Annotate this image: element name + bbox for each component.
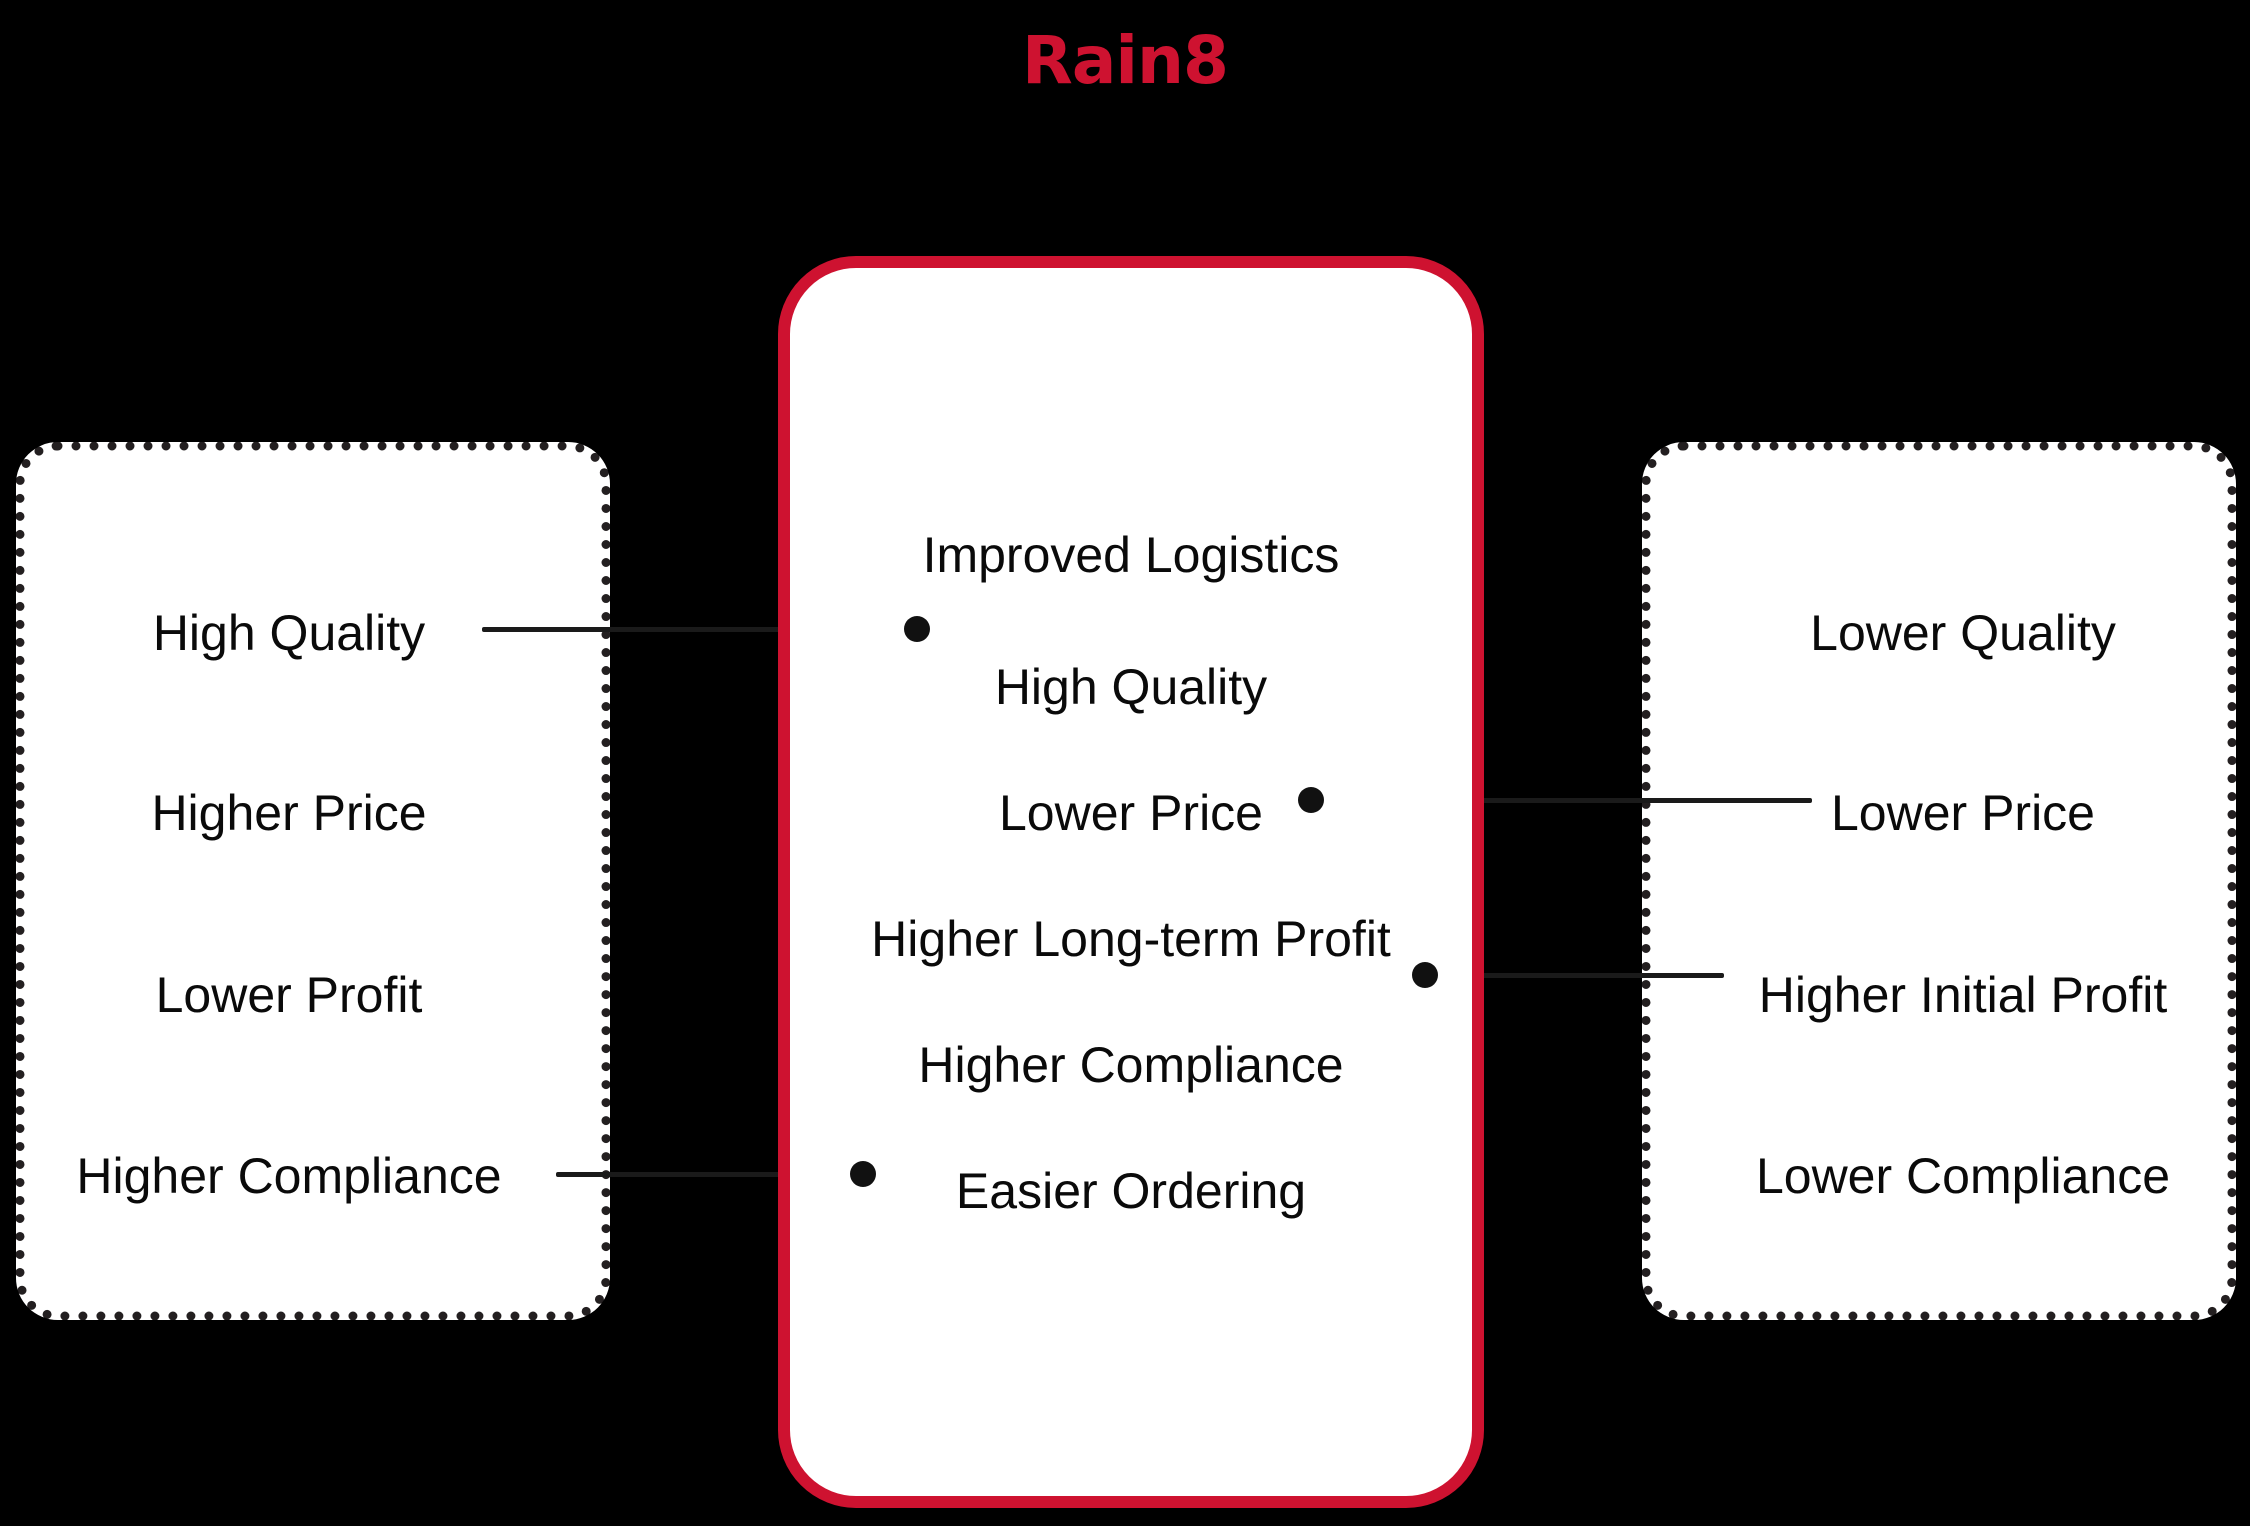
center-item-lower-price: Lower Price — [999, 785, 1263, 841]
right-item-lower-price: Lower Price — [1831, 785, 2095, 841]
connector-higher-compliance-line — [556, 1172, 862, 1177]
left-item-lower-profit: Lower Profit — [155, 967, 423, 1023]
right-item-lower-compliance: Lower Compliance — [1755, 1148, 2171, 1204]
connector-high-quality-dot — [904, 616, 930, 642]
connector-lower-price-dot — [1298, 787, 1324, 813]
center-item-easier-ordering: Easier Ordering — [955, 1163, 1307, 1219]
connector-profit-dot — [1412, 962, 1438, 988]
center-item-higher-long-term-profit: Higher Long-term Profit — [871, 911, 1391, 967]
connector-higher-compliance-dot — [850, 1161, 876, 1187]
center-item-higher-compliance: Higher Compliance — [918, 1037, 1344, 1093]
center-item-improved-logistics: Improved Logistics — [922, 527, 1340, 583]
connector-high-quality-line — [482, 627, 916, 632]
right-item-lower-quality: Lower Quality — [1810, 605, 2116, 661]
page-title: Rain8 — [1022, 22, 1229, 99]
connector-profit-line — [1424, 973, 1724, 978]
connector-lower-price-line — [1310, 798, 1812, 803]
right-item-higher-initial-profit: Higher Initial Profit — [1758, 967, 2168, 1023]
center-item-high-quality: High Quality — [994, 659, 1268, 715]
right-option-panel: Lower Quality Lower Price Higher Initial… — [1642, 442, 2236, 1320]
left-item-higher-price: Higher Price — [151, 785, 427, 841]
left-item-high-quality: High Quality — [152, 605, 426, 661]
rain8-option-panel: Improved Logistics High Quality Lower Pr… — [778, 256, 1484, 1508]
left-item-higher-compliance: Higher Compliance — [76, 1148, 502, 1204]
left-option-panel: High Quality Higher Price Lower Profit H… — [16, 442, 610, 1320]
